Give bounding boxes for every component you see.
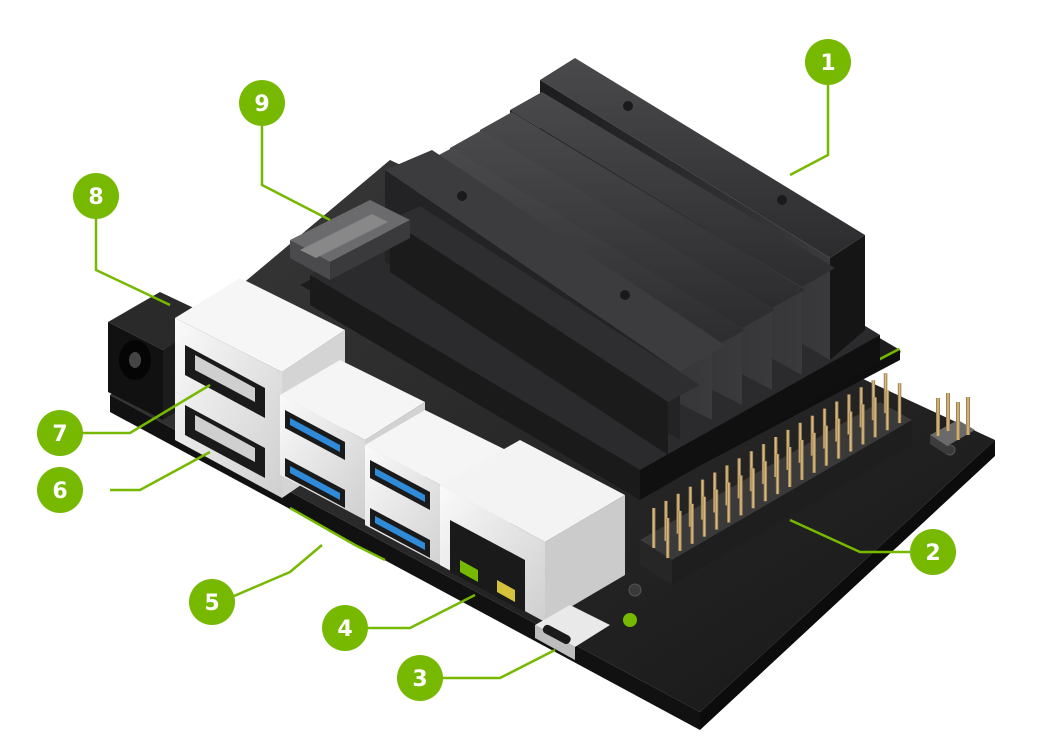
gpio-pin	[702, 496, 707, 537]
gpio-pin	[652, 508, 656, 548]
callout-badge-1: 1	[805, 39, 851, 85]
callout-badge-7: 7	[37, 410, 83, 456]
gpio-pin	[666, 518, 670, 558]
svg-text:5: 5	[204, 591, 219, 616]
power-led	[623, 613, 637, 627]
gpio-pin	[883, 373, 888, 414]
gpio-pin	[861, 404, 865, 445]
gpio-pin	[812, 432, 816, 473]
svg-text:4: 4	[337, 617, 352, 642]
callout-badge-5: 5	[189, 579, 235, 625]
svg-text:6: 6	[52, 479, 67, 504]
svg-text:2: 2	[925, 541, 940, 566]
heatsink-fins	[385, 58, 865, 455]
gpio-pin	[774, 437, 778, 477]
gpio-pin	[678, 510, 682, 551]
gpio-pin	[727, 482, 731, 523]
gpio-pin	[761, 444, 766, 485]
gpio-pin	[788, 447, 792, 487]
gpio-pin	[849, 411, 853, 452]
gpio-pin	[751, 468, 755, 509]
gpio-pin	[847, 394, 851, 435]
svg-text:8: 8	[88, 185, 103, 210]
gpio-pin	[859, 387, 863, 428]
gpio-header	[640, 373, 912, 585]
svg-text:9: 9	[254, 92, 269, 117]
callout-badge-8: 8	[73, 173, 119, 219]
gpio-pin	[690, 503, 694, 544]
gpio-pin	[897, 383, 902, 424]
gpio-pin	[688, 486, 693, 527]
gpio-pin	[835, 401, 839, 442]
gpio-pin	[737, 458, 741, 499]
callout-badge-9: 9	[239, 80, 285, 126]
gpio-pin	[810, 415, 815, 456]
gpio-pin	[871, 380, 876, 421]
gpio-pin	[800, 439, 804, 480]
callout-badge-6: 6	[37, 467, 83, 513]
gpio-pin	[885, 390, 890, 431]
gpio-pin	[664, 500, 668, 541]
gpio-pin	[824, 425, 829, 466]
gpio-pin	[775, 454, 780, 495]
svg-text:3: 3	[412, 667, 427, 692]
callout-lines	[60, 85, 930, 680]
gpio-pin	[714, 489, 719, 530]
gpio-pin	[786, 429, 790, 470]
gpio-pin	[713, 472, 717, 513]
gpio-pin	[798, 422, 802, 463]
svg-text:7: 7	[52, 422, 67, 447]
gpio-pin	[739, 475, 743, 516]
gpio-pin	[725, 465, 729, 506]
svg-text:1: 1	[820, 51, 835, 76]
usb-c-port	[535, 605, 610, 660]
camera-connector	[290, 200, 410, 280]
callout-badge-2: 2	[910, 529, 956, 575]
gpio-pin	[763, 461, 768, 502]
fan-header	[930, 393, 975, 455]
ethernet-port	[440, 440, 625, 622]
gpio-pin	[676, 493, 680, 534]
gpio-pin	[836, 418, 841, 459]
gpio-pin	[749, 451, 754, 492]
callout-badge-3: 3	[397, 655, 443, 701]
callout-badge-4: 4	[322, 605, 368, 651]
gpio-pin	[873, 397, 877, 438]
gpio-pin	[700, 479, 705, 520]
gpio-pin	[822, 408, 827, 449]
